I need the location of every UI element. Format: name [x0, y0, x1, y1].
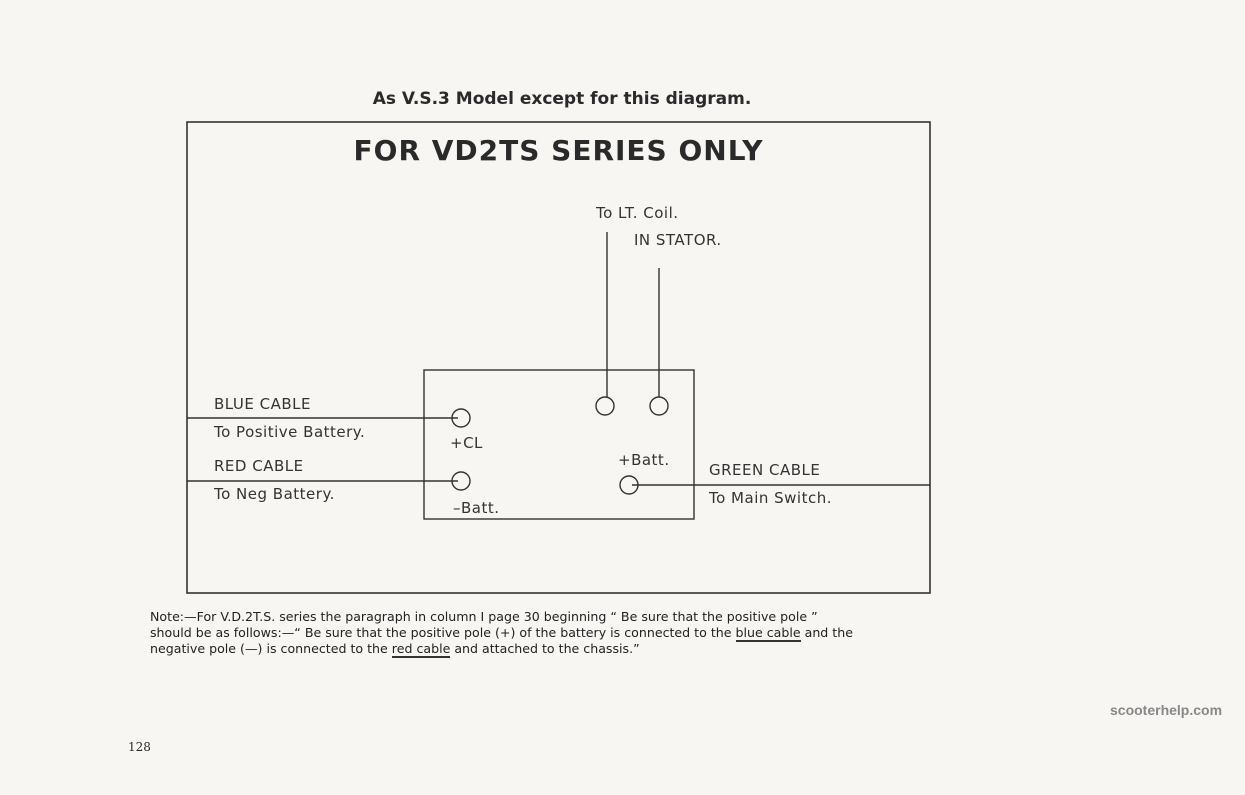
minus-batt-label: –Batt. [453, 499, 500, 517]
green-cable-label: GREEN CABLE [709, 461, 821, 479]
regulator-box [423, 369, 695, 520]
plus-batt-label: +Batt. [618, 451, 670, 469]
note-text: should be as follows:—“ Be sure that the… [150, 625, 736, 640]
note-line-3: negative pole (—) is connected to the re… [150, 641, 853, 658]
stator-terminal [649, 396, 669, 416]
minus-batt-terminal [451, 471, 471, 491]
to-positive-label: To Positive Battery. [214, 423, 366, 441]
plus-cl-terminal [451, 408, 471, 428]
red-cable-label: RED CABLE [214, 457, 304, 475]
page-heading: As V.S.3 Model except for this diagram. [372, 89, 752, 109]
to-main-switch-label: To Main Switch. [709, 489, 832, 507]
blue-cable-label: BLUE CABLE [214, 395, 311, 413]
diagram-title: FOR VD2TS SERIES ONLY [353, 134, 764, 167]
note-line-2: should be as follows:—“ Be sure that the… [150, 625, 853, 642]
note-text: negative pole (—) is connected to the [150, 641, 392, 656]
note-text: and the [800, 625, 853, 640]
red-cable-emphasis: red cable [391, 641, 451, 658]
page-number: 128 [128, 740, 151, 754]
plus-cl-label: +CL [450, 434, 483, 452]
blue-cable-emphasis: blue cable [735, 625, 801, 642]
to-neg-label: To Neg Battery. [214, 485, 335, 503]
note-line-1: Note:—For V.D.2T.S. series the paragraph… [150, 609, 818, 624]
lt-coil-terminal [595, 396, 615, 416]
diagram-frame [186, 121, 931, 594]
in-stator-label: IN STATOR. [634, 231, 722, 249]
note-paragraph: Note:—For V.D.2T.S. series the paragraph… [150, 609, 853, 658]
note-text: and attached to the chassis.” [450, 641, 640, 656]
watermark: scooterhelp.com [1110, 702, 1223, 718]
lt-coil-label: To LT. Coil. [596, 204, 679, 222]
